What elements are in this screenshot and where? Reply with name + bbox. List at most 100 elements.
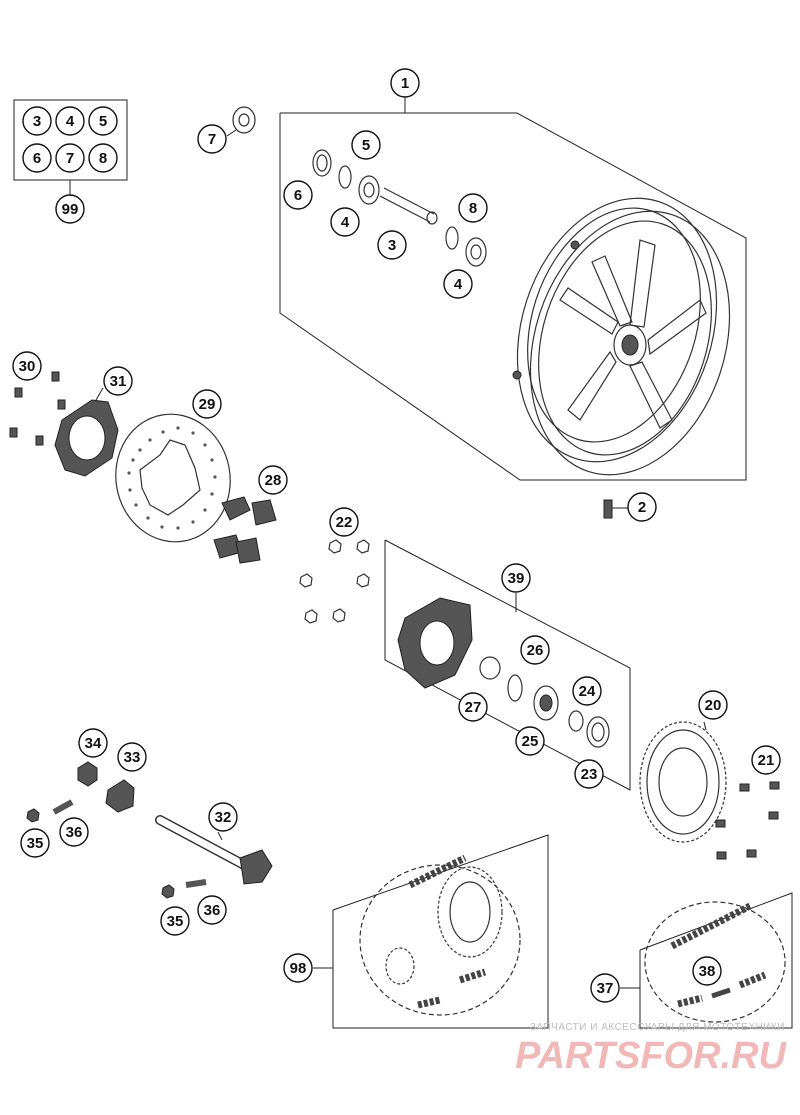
svg-text:37: 37 <box>597 980 614 997</box>
callout-32: 32 <box>208 802 238 832</box>
callout-23: 23 <box>574 759 604 789</box>
hub-nuts <box>299 539 370 624</box>
svg-text:22: 22 <box>336 514 353 531</box>
callout-21: 21 <box>751 745 781 775</box>
callout-5: 5 <box>351 130 381 160</box>
watermark-logo: PARTSFOR.RU <box>515 1035 786 1077</box>
svg-text:23: 23 <box>581 766 598 783</box>
svg-text:5: 5 <box>362 137 370 154</box>
callout-8: 8 <box>458 193 488 223</box>
svg-text:2: 2 <box>638 499 646 516</box>
adjuster-bolt-and-nut <box>161 879 207 899</box>
callout-2: 2 <box>627 492 657 522</box>
callout-38: 38 <box>692 956 722 986</box>
svg-text:98: 98 <box>290 960 307 977</box>
svg-text:31: 31 <box>110 373 127 390</box>
svg-text:21: 21 <box>758 752 775 769</box>
svg-text:3: 3 <box>33 113 41 130</box>
callout-37: 37 <box>590 973 620 1003</box>
svg-text:32: 32 <box>215 809 232 826</box>
svg-text:3: 3 <box>388 237 396 254</box>
svg-text:5: 5 <box>99 113 107 130</box>
callout-35-upper: 35 <box>20 828 50 858</box>
svg-text:26: 26 <box>527 642 544 659</box>
kit-99-item-8: 8 <box>88 143 118 173</box>
callout-39: 39 <box>501 563 531 593</box>
kit-99-item-6: 6 <box>22 143 52 173</box>
callout-25: 25 <box>515 726 545 756</box>
svg-text:38: 38 <box>699 963 716 980</box>
svg-text:7: 7 <box>208 131 216 148</box>
chain-kit-frame <box>313 834 549 1029</box>
axle-drawing <box>155 815 273 885</box>
kit-99-item-5: 5 <box>88 106 118 136</box>
callout-29: 29 <box>192 389 222 419</box>
svg-text:6: 6 <box>33 150 41 167</box>
callout-3: 3 <box>377 230 407 260</box>
callout-1: 1 <box>390 68 420 98</box>
svg-text:35: 35 <box>167 913 184 930</box>
callout-31: 31 <box>103 366 133 396</box>
svg-text:4: 4 <box>66 113 75 130</box>
svg-text:36: 36 <box>204 902 221 919</box>
svg-text:33: 33 <box>124 749 141 766</box>
svg-text:27: 27 <box>465 699 482 716</box>
callout-36-upper: 36 <box>59 817 89 847</box>
svg-text:20: 20 <box>705 697 722 714</box>
wheel-assembly-frame <box>279 97 747 481</box>
wheel-bearing-parts <box>312 149 487 267</box>
callout-24: 24 <box>572 676 602 706</box>
callout-99: 99 <box>55 194 85 224</box>
callout-33: 33 <box>117 742 147 772</box>
callout-35-lower: 35 <box>160 906 190 936</box>
callout-36-lower: 36 <box>197 895 227 925</box>
carrier-bolts <box>9 371 66 446</box>
callout-26: 26 <box>520 635 550 665</box>
kit-99-box <box>13 99 128 196</box>
svg-text:25: 25 <box>522 733 539 750</box>
svg-text:99: 99 <box>62 201 79 218</box>
kit-99-item-7: 7 <box>55 143 85 173</box>
callout-20: 20 <box>698 690 728 720</box>
axle-nut-and-chain-adjuster <box>26 761 135 823</box>
svg-text:7: 7 <box>66 150 74 167</box>
svg-text:8: 8 <box>99 150 107 167</box>
callout-28: 28 <box>258 465 288 495</box>
svg-text:36: 36 <box>66 824 83 841</box>
callout-22: 22 <box>329 507 359 537</box>
svg-text:1: 1 <box>401 75 409 92</box>
callout-4-lower: 4 <box>443 269 473 299</box>
chain-kit-drawing <box>359 854 521 1016</box>
svg-text:8: 8 <box>469 200 477 217</box>
svg-text:4: 4 <box>341 214 350 231</box>
callout-30: 30 <box>12 351 42 381</box>
svg-text:29: 29 <box>199 396 216 413</box>
svg-text:4: 4 <box>454 276 463 293</box>
svg-text:35: 35 <box>27 835 44 852</box>
valve-part <box>603 499 628 519</box>
svg-text:24: 24 <box>579 683 596 700</box>
svg-text:28: 28 <box>265 472 282 489</box>
disc-carrier-drawing <box>54 387 119 477</box>
callout-34: 34 <box>78 728 108 758</box>
rear-wheel-drawing <box>512 197 731 476</box>
callout-27: 27 <box>458 692 488 722</box>
hub-assembly-frame <box>384 539 631 791</box>
watermark-tagline: ЗАПЧАСТИ И АКСЕССУАРЫ ДЛЯ МОТОТЕХНИКИ <box>529 1022 785 1033</box>
chain-frame <box>620 892 793 1029</box>
hub-carrier-drawing <box>397 597 610 748</box>
bushing-part <box>226 106 256 137</box>
svg-text:39: 39 <box>508 570 525 587</box>
svg-text:6: 6 <box>294 187 302 204</box>
callout-7: 7 <box>197 124 227 154</box>
callout-4-upper: 4 <box>330 207 360 237</box>
callout-98: 98 <box>283 953 313 983</box>
sprocket-bolts <box>715 781 780 860</box>
chain-drawing <box>644 901 786 1023</box>
svg-text:34: 34 <box>85 735 102 752</box>
svg-text:30: 30 <box>19 358 36 375</box>
damper-rubbers <box>213 496 277 564</box>
sprocket-drawing <box>639 721 727 843</box>
brake-disc-drawing <box>115 413 231 543</box>
